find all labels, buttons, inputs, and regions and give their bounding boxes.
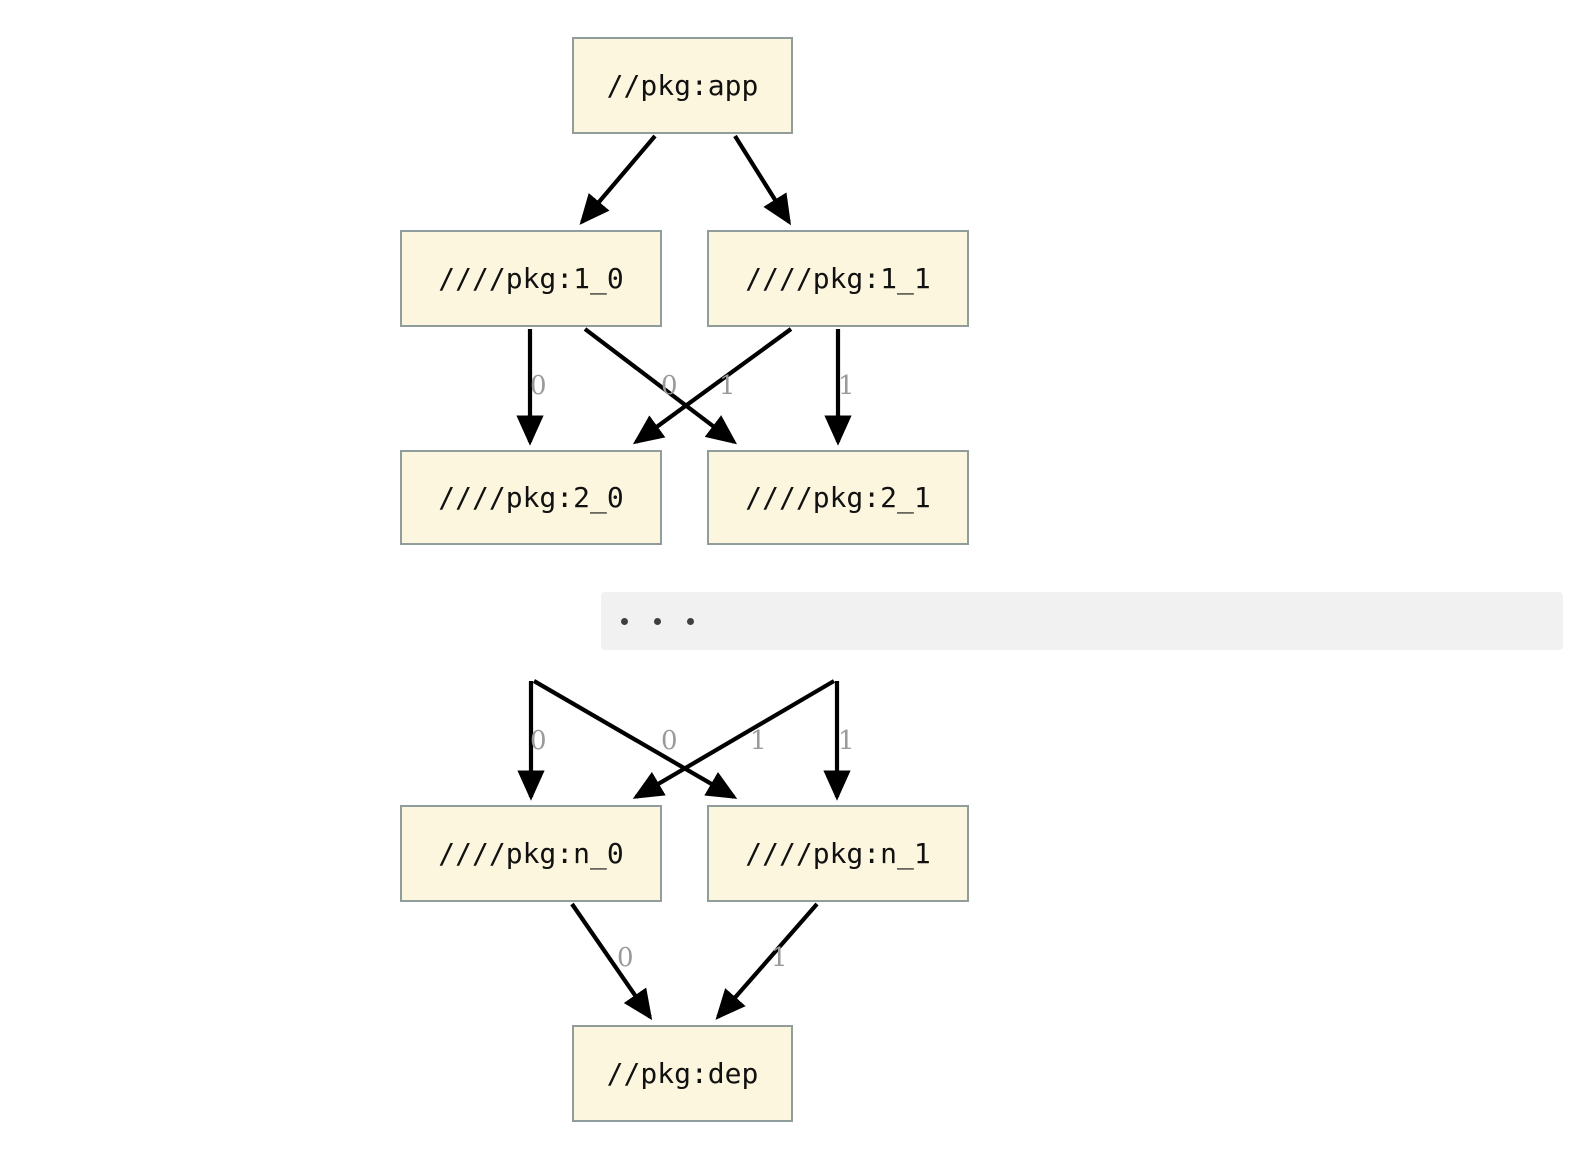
edge-1_1-to-2_0 bbox=[632, 327, 793, 445]
node-label: ////pkg:n_0 bbox=[438, 837, 624, 870]
node-label: //pkg:dep bbox=[606, 1057, 759, 1090]
node-pkg-1-1[interactable]: ////pkg:1_1 bbox=[707, 230, 969, 327]
ellipsis-dot bbox=[621, 617, 628, 625]
edge-label-n_0-dep: 0 bbox=[617, 943, 634, 973]
node-label: //pkg:app bbox=[606, 69, 759, 102]
edge-label-above-n_0-cross: 1 bbox=[750, 726, 767, 756]
edge-label-n_1-dep: 1 bbox=[771, 943, 788, 973]
ellipsis-dots bbox=[621, 617, 694, 625]
edge-label-above-n_1-cross: 0 bbox=[661, 726, 678, 756]
edge-n_1-to-dep bbox=[715, 902, 819, 1020]
node-pkg-n-0[interactable]: ////pkg:n_0 bbox=[400, 805, 662, 902]
edge-n_0-to-dep bbox=[570, 902, 653, 1021]
edge-label-1_0-2_0: 0 bbox=[530, 371, 547, 401]
edge-above-to-n_0-cross bbox=[632, 679, 836, 799]
node-pkg-2-1[interactable]: ////pkg:2_1 bbox=[707, 450, 969, 545]
edge-label-above-n_0: 0 bbox=[530, 726, 547, 756]
edge-label-1_0-2_1: 0 bbox=[661, 371, 678, 401]
node-label: ////pkg:2_1 bbox=[745, 481, 931, 514]
node-app[interactable]: //pkg:app bbox=[572, 37, 793, 134]
node-label: ////pkg:1_0 bbox=[438, 262, 624, 295]
edge-app-to-1_1 bbox=[733, 134, 792, 226]
node-label: ////pkg:1_1 bbox=[745, 262, 931, 295]
edge-label-1_1-2_1: 1 bbox=[838, 371, 855, 401]
ellipsis-dot bbox=[654, 617, 661, 625]
elision-band bbox=[601, 592, 1563, 650]
edge-app-to-1_0 bbox=[579, 134, 657, 225]
node-label: ////pkg:n_1 bbox=[745, 837, 931, 870]
node-label: ////pkg:2_0 bbox=[438, 481, 624, 514]
node-pkg-n-1[interactable]: ////pkg:n_1 bbox=[707, 805, 969, 902]
edge-label-above-n_1: 1 bbox=[838, 726, 855, 756]
node-dep[interactable]: //pkg:dep bbox=[572, 1025, 793, 1122]
node-pkg-2-0[interactable]: ////pkg:2_0 bbox=[400, 450, 662, 545]
edge-label-1_1-2_0: 1 bbox=[719, 371, 736, 401]
edge-above-to-n_1-cross bbox=[532, 679, 738, 799]
edge-1_0-to-2_1 bbox=[583, 327, 738, 445]
node-pkg-1-0[interactable]: ////pkg:1_0 bbox=[400, 230, 662, 327]
ellipsis-dot bbox=[687, 617, 694, 625]
